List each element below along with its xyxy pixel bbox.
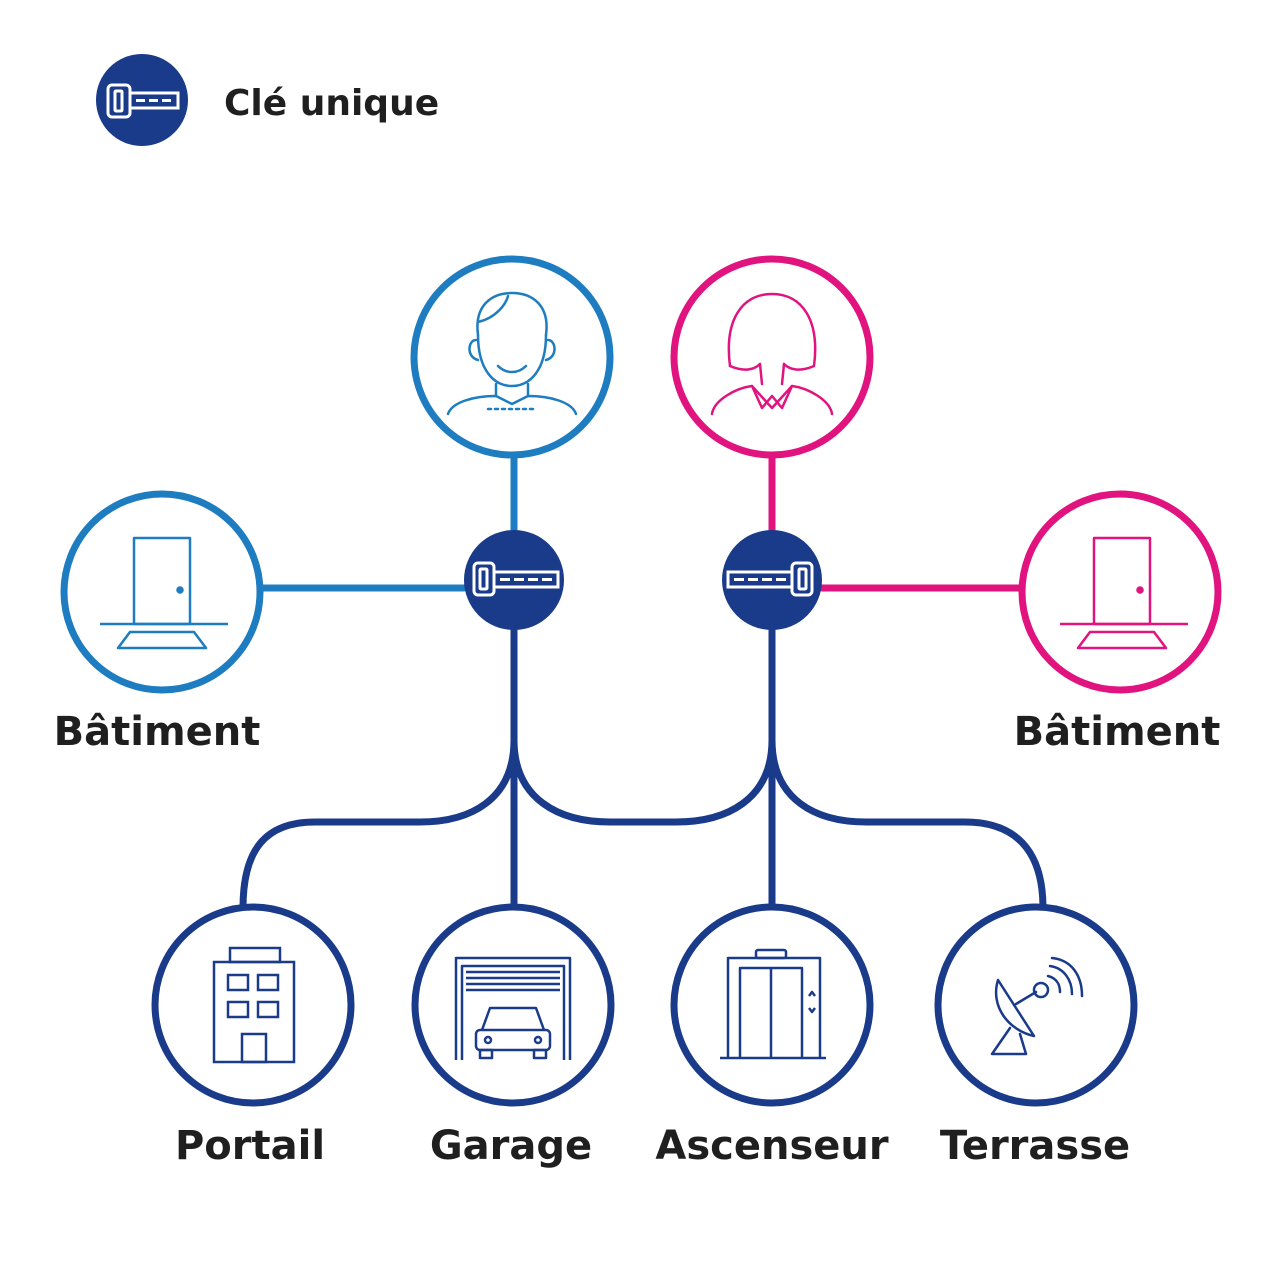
terrasse-label: Terrasse — [940, 1123, 1130, 1169]
garage-node — [411, 903, 615, 1107]
satellite-dish-icon — [990, 956, 1084, 1056]
connector-terrasse — [768, 736, 1047, 912]
key-icon — [106, 83, 180, 119]
legend-label: Clé unique — [224, 83, 439, 124]
portail-node — [151, 903, 355, 1107]
key-icon — [472, 561, 560, 597]
elevator-icon — [720, 948, 826, 1060]
ascenseur-node — [670, 903, 874, 1107]
man-node — [410, 255, 614, 459]
key-icon — [726, 561, 814, 597]
door-icon — [1060, 536, 1188, 650]
key-node-right — [722, 530, 822, 630]
building-left-node — [60, 490, 264, 694]
legend: Clé unique — [96, 54, 439, 146]
building-icon — [212, 946, 296, 1064]
connector-keys-bridge — [510, 736, 776, 826]
garage-car-icon — [454, 956, 572, 1060]
building-right-node — [1018, 490, 1222, 694]
key-node-left — [464, 530, 564, 630]
building-right-label: Bâtiment — [1014, 709, 1221, 755]
ascenseur-label: Ascenseur — [655, 1123, 888, 1169]
building-left-label: Bâtiment — [54, 709, 261, 755]
terrasse-node — [934, 903, 1138, 1107]
portail-label: Portail — [175, 1123, 325, 1169]
woman-node — [670, 255, 874, 459]
door-icon — [100, 536, 228, 650]
woman-avatar-icon — [710, 292, 834, 416]
man-avatar-icon — [446, 291, 578, 416]
connectors — [239, 454, 1047, 912]
garage-label: Garage — [430, 1123, 592, 1169]
connector-portail — [239, 736, 518, 912]
